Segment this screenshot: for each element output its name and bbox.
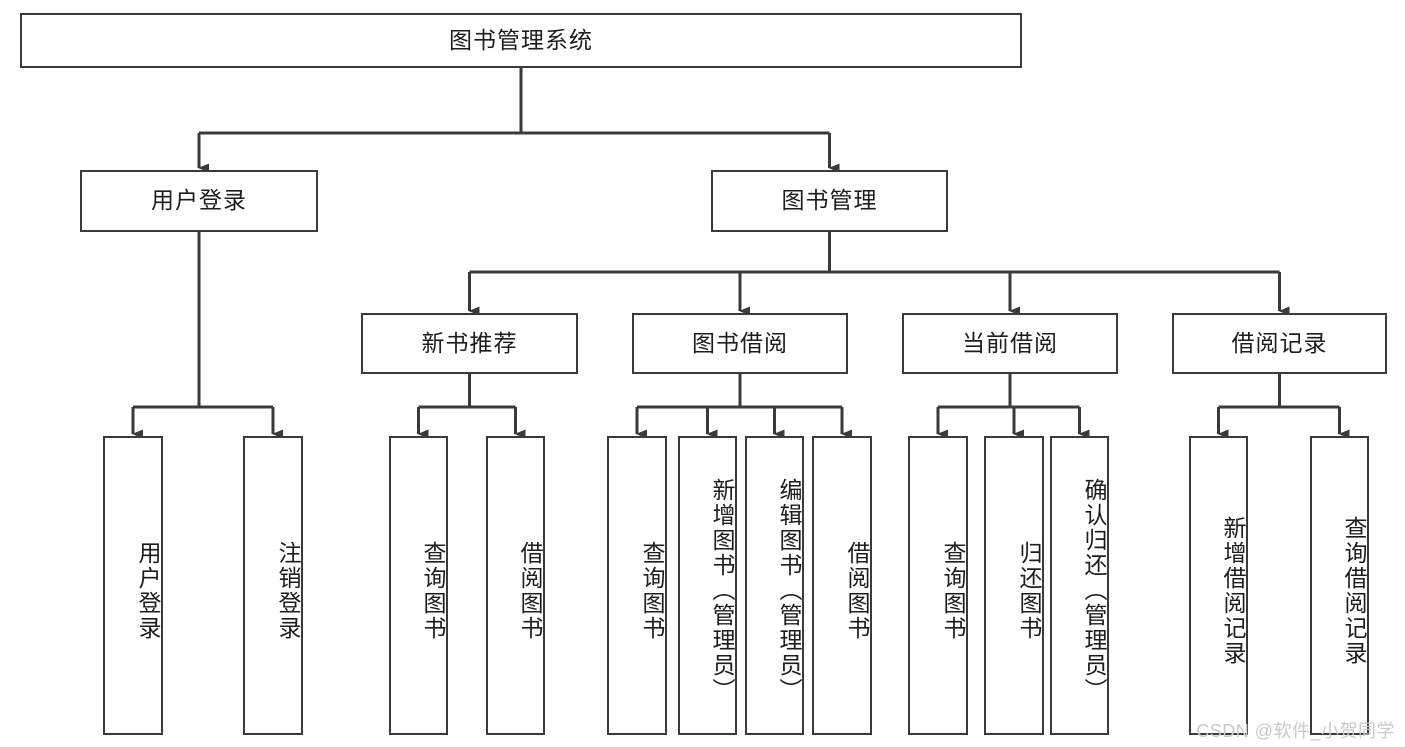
node-label: 归还图书 xyxy=(1016,540,1042,641)
node-label: 当前借阅 xyxy=(962,329,1058,356)
watermark: CSDN @软件_小贺同学 xyxy=(1196,721,1395,741)
node-leaf-add-book[interactable]: 新增图书（管理员） xyxy=(678,436,737,735)
node-leaf-query-book-3[interactable]: 查询图书 xyxy=(908,436,968,735)
node-leaf-user-login[interactable]: 用户登录 xyxy=(103,436,163,735)
node-label: 图书管理系统 xyxy=(449,26,593,53)
node-leaf-borrow-book-2[interactable]: 借阅图书 xyxy=(812,436,872,735)
node-label: 确认归还（管理员） xyxy=(1081,478,1107,703)
node-label: 借阅图书 xyxy=(517,540,543,641)
node-label: 借阅图书 xyxy=(844,540,870,641)
node-borrow-record[interactable]: 借阅记录 xyxy=(1172,313,1387,374)
node-label: 查询借阅记录 xyxy=(1341,515,1367,666)
node-leaf-query-book-1[interactable]: 查询图书 xyxy=(389,436,448,735)
node-label: 用户登录 xyxy=(151,187,247,214)
node-current-borrow[interactable]: 当前借阅 xyxy=(902,313,1118,374)
node-user-login[interactable]: 用户登录 xyxy=(80,170,318,232)
node-leaf-borrow-book-1[interactable]: 借阅图书 xyxy=(486,436,545,735)
node-label: 查询图书 xyxy=(420,540,446,641)
node-label: 新增借阅记录 xyxy=(1220,515,1246,666)
node-label: 查询图书 xyxy=(940,540,966,641)
node-label: 借阅记录 xyxy=(1231,329,1328,356)
node-book-borrow[interactable]: 图书借阅 xyxy=(632,313,848,374)
node-book-manage[interactable]: 图书管理 xyxy=(711,170,948,232)
node-new-book-recommend[interactable]: 新书推荐 xyxy=(361,313,578,374)
node-leaf-return-book[interactable]: 归还图书 xyxy=(984,436,1044,735)
node-label: 用户登录 xyxy=(135,540,161,641)
node-label: 注销登录 xyxy=(275,540,301,641)
node-leaf-query-book-2[interactable]: 查询图书 xyxy=(607,436,667,735)
node-label: 查询图书 xyxy=(639,540,665,641)
node-label: 新增图书（管理员） xyxy=(709,478,735,703)
node-leaf-add-record[interactable]: 新增借阅记录 xyxy=(1189,436,1248,735)
node-label: 新书推荐 xyxy=(421,329,518,356)
node-label: 图书管理 xyxy=(781,187,878,214)
node-label: 图书借阅 xyxy=(692,329,788,356)
node-leaf-edit-book[interactable]: 编辑图书（管理员） xyxy=(745,436,804,735)
node-root[interactable]: 图书管理系统 xyxy=(20,13,1022,68)
node-leaf-query-record[interactable]: 查询借阅记录 xyxy=(1310,436,1369,735)
node-leaf-confirm-return[interactable]: 确认归还（管理员） xyxy=(1050,436,1109,735)
node-leaf-user-logout[interactable]: 注销登录 xyxy=(243,436,303,735)
node-label: 编辑图书（管理员） xyxy=(776,478,802,703)
